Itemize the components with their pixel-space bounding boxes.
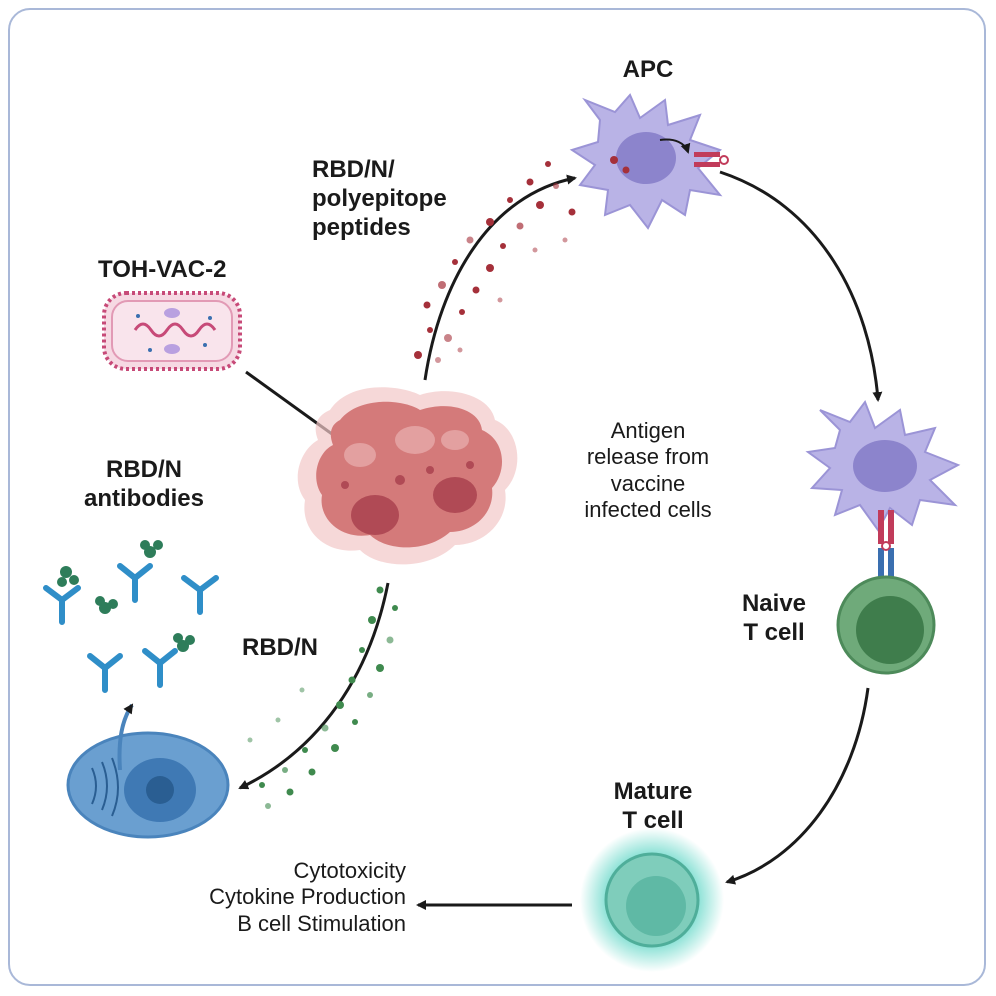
presenting-apc-cell	[805, 399, 961, 582]
rbdn-label: RBD/N	[242, 634, 318, 661]
antigen-release-label: Antigen release from vaccine infected ce…	[548, 418, 748, 524]
arrow-cells-to-apc	[423, 174, 577, 381]
b-cell	[66, 703, 230, 839]
apc-label: APC	[622, 56, 674, 83]
peptides-line-2: polyepitope	[312, 184, 447, 212]
antibodies-line-2: antibodies	[83, 484, 204, 512]
peptides-label: RBD/N/ polyepitope peptides	[312, 156, 447, 242]
antigen-release-line-4: infected cells	[584, 497, 712, 523]
naive-t-cell	[836, 575, 936, 675]
mature-t-cell	[580, 828, 724, 972]
peptides-line-1: RBD/N/	[312, 156, 395, 183]
naive-line-2: T cell	[743, 618, 805, 646]
vaccine-virus-icon	[102, 291, 242, 371]
outcome-cytotoxicity: Cytotoxicity	[293, 858, 406, 883]
arrow-cells-to-bcell	[238, 582, 390, 790]
apc-cell	[569, 93, 729, 230]
outcomes-list: Cytotoxicity Cytokine Production B cell …	[130, 858, 406, 937]
peptide-particles	[414, 161, 576, 363]
naive-t-cell-label: Naive T cell	[724, 590, 824, 648]
mature-t-cell-label: Mature T cell	[598, 778, 708, 836]
rbdn-particles	[247, 586, 398, 809]
antibodies-group	[43, 563, 219, 693]
antigen-release-line-1: Antigen	[610, 418, 686, 443]
mature-line-2: T cell	[622, 806, 684, 834]
antigen-release-line-2: release from	[586, 444, 710, 470]
antigen-clusters	[57, 540, 195, 652]
mature-line-1: Mature	[613, 778, 693, 805]
naive-line-1: Naive	[741, 590, 807, 617]
antibodies-label: RBD/N antibodies	[64, 456, 224, 514]
antibodies-line-1: RBD/N	[106, 456, 182, 483]
outcome-b-cell-stimulation: B cell Stimulation	[237, 910, 406, 936]
antigen-release-line-3: vaccine	[610, 470, 686, 496]
peptides-line-3: peptides	[312, 213, 411, 241]
infected-cells-cluster	[297, 387, 518, 565]
arrow-naive-to-mature	[725, 687, 870, 885]
outcome-cytokine-production: Cytokine Production	[209, 884, 406, 910]
arrow-apc-to-naive	[719, 170, 883, 402]
vaccine-label: TOH-VAC-2	[98, 256, 227, 283]
